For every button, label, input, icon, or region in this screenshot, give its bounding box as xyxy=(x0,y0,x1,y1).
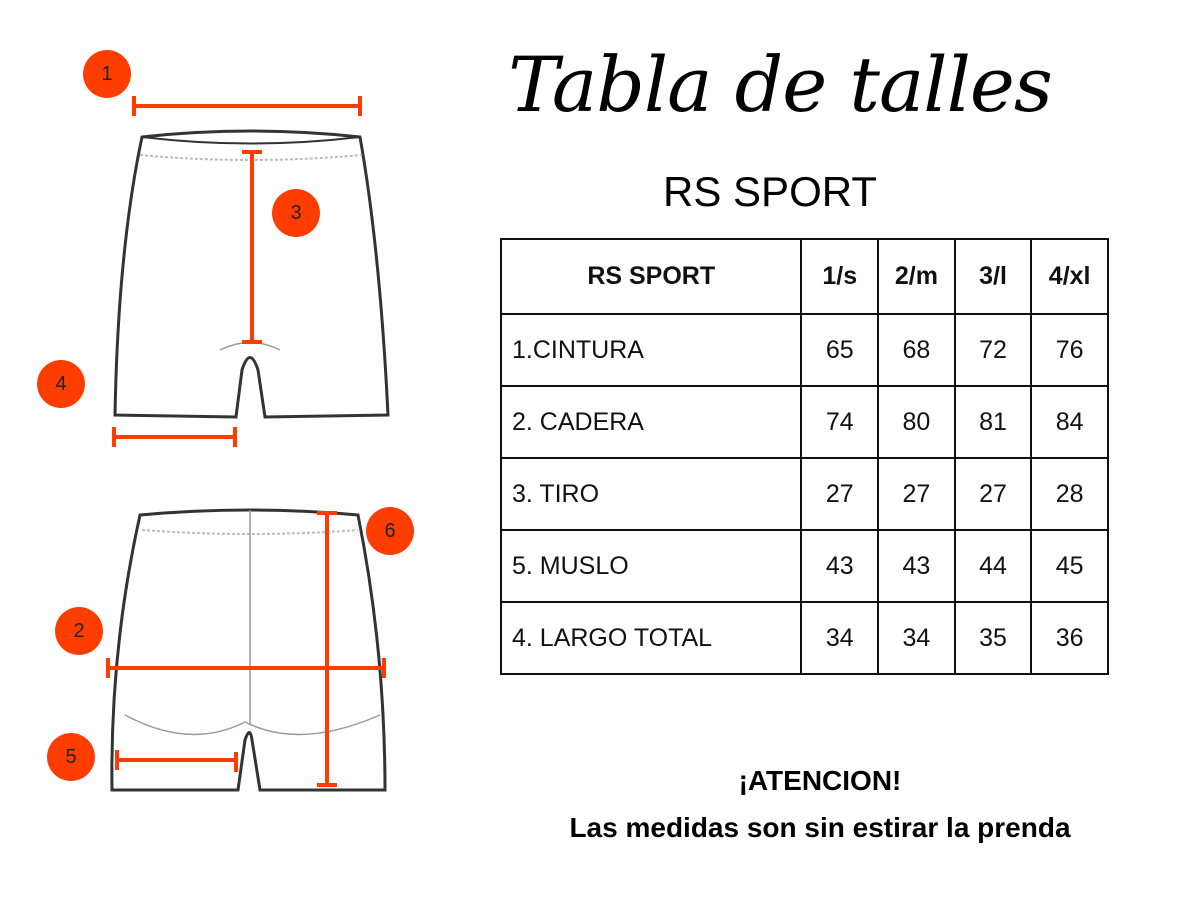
shorts-diagram xyxy=(106,96,390,792)
cell: 76 xyxy=(1030,313,1109,387)
cell: 34 xyxy=(877,601,956,675)
header-size: 4/xl xyxy=(1030,238,1109,315)
cell: 36 xyxy=(1030,601,1109,675)
cell: 72 xyxy=(953,313,1033,387)
cell: 68 xyxy=(877,313,956,387)
brand-subtitle: RS SPORT xyxy=(663,168,877,215)
badge-5: 5 xyxy=(47,733,95,781)
shorts-back xyxy=(110,508,387,792)
notice-text: Las medidas son sin estirar la prenda xyxy=(569,812,1071,843)
table-row: 5. MUSLO 43 43 44 45 xyxy=(499,529,1109,603)
badge-4: 4 xyxy=(37,360,85,408)
row-label: 1.CINTURA xyxy=(499,313,803,387)
badge-6: 6 xyxy=(366,507,414,555)
cell: 27 xyxy=(877,457,956,531)
cell: 81 xyxy=(953,385,1033,459)
badge-1: 1 xyxy=(83,50,131,98)
row-label: 3. TIRO xyxy=(499,457,803,531)
cell: 45 xyxy=(1030,529,1109,603)
cell: 84 xyxy=(1030,385,1109,459)
cell: 43 xyxy=(800,529,880,603)
table-row: 2. CADERA 74 80 81 84 xyxy=(499,385,1109,459)
header-size: 3/l xyxy=(953,238,1033,315)
header-size: 2/m xyxy=(877,238,956,315)
row-label: 4. LARGO TOTAL xyxy=(499,601,803,675)
cell: 74 xyxy=(800,385,880,459)
table-row: 4. LARGO TOTAL 34 34 35 36 xyxy=(499,601,1109,675)
badge-2: 2 xyxy=(55,607,103,655)
cell: 27 xyxy=(953,457,1033,531)
badge-3: 3 xyxy=(272,189,320,237)
cell: 28 xyxy=(1030,457,1109,531)
cell: 35 xyxy=(953,601,1033,675)
row-label: 2. CADERA xyxy=(499,385,803,459)
notice-heading: ¡ATENCION! xyxy=(738,765,902,796)
header-brand: RS SPORT xyxy=(499,238,803,315)
size-table: RS SPORT 1/s 2/m 3/l 4/xl 1.CINTURA 65 6… xyxy=(499,238,1109,675)
header-size: 1/s xyxy=(800,238,880,315)
cell: 44 xyxy=(953,529,1033,603)
cell: 65 xyxy=(800,313,880,387)
table-row: 1.CINTURA 65 68 72 76 xyxy=(499,313,1109,387)
row-label: 5. MUSLO xyxy=(499,529,803,603)
table-header-row: RS SPORT 1/s 2/m 3/l 4/xl xyxy=(499,238,1109,315)
cell: 43 xyxy=(877,529,956,603)
cell: 27 xyxy=(800,457,880,531)
cell: 80 xyxy=(877,385,956,459)
measurement-lines xyxy=(106,96,386,787)
table-row: 3. TIRO 27 27 27 28 xyxy=(499,457,1109,531)
cell: 34 xyxy=(800,601,880,675)
page-title: Tabla de talles xyxy=(508,40,1053,129)
